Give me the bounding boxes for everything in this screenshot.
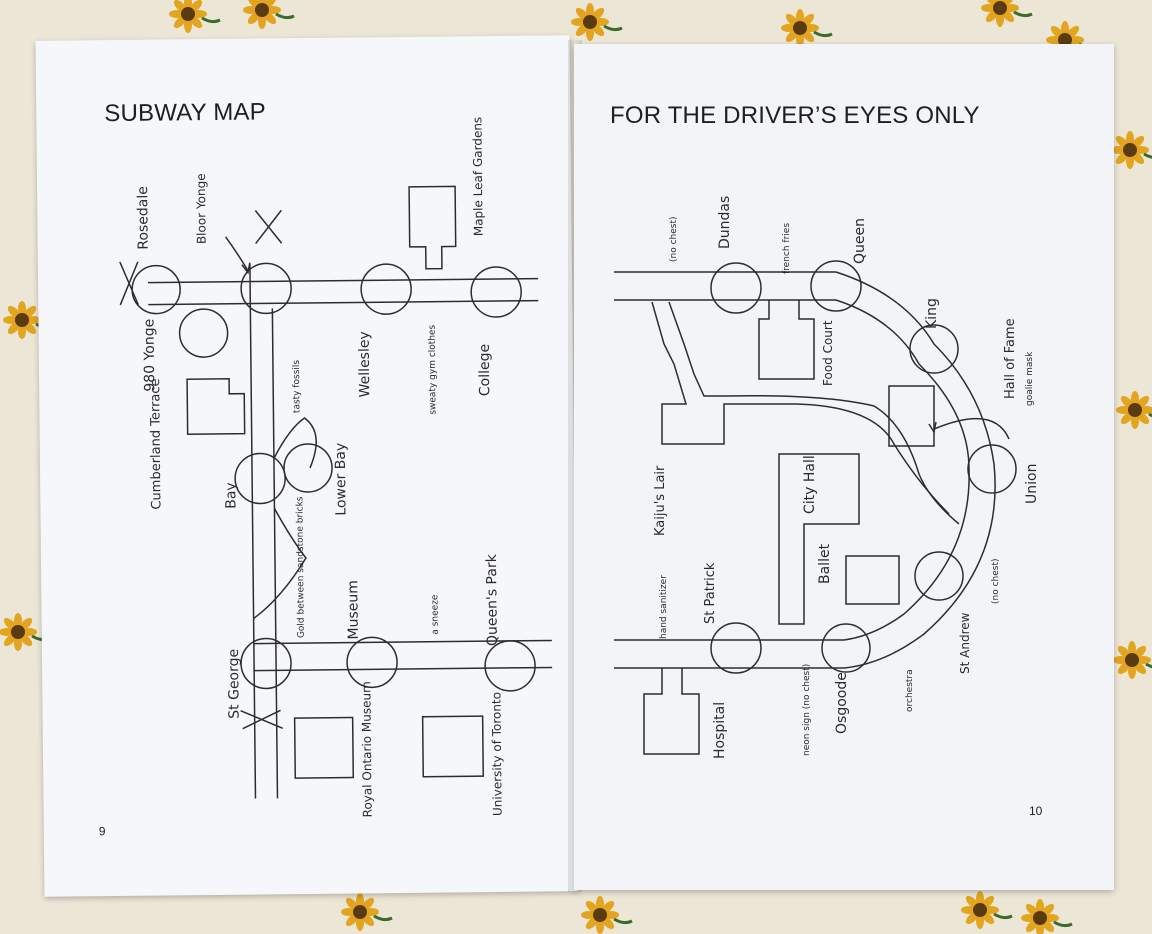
subway-map-south: Dundas Queen King Union St Andrew Osgood…	[614, 196, 1040, 759]
note-gold: Gold between sandstone bricks	[295, 496, 306, 638]
right-page-number: 10	[1029, 804, 1043, 818]
station-st-andrew: St Andrew	[958, 612, 972, 674]
note-orchestra: orchestra	[905, 669, 915, 712]
station-cumberland-terrace: Cumberland Terrace	[148, 378, 164, 509]
station-queen: Queen	[852, 218, 868, 264]
station-university-of-toronto: University of Toronto	[489, 692, 504, 816]
station-maple-leaf-gardens: Maple Leaf Gardens	[470, 117, 485, 236]
station-dundas: Dundas	[717, 196, 733, 249]
station-lower-bay: Lower Bay	[333, 443, 350, 516]
station-city-hall: City Hall	[802, 455, 818, 514]
station-queens-park: Queen's Park	[484, 553, 501, 646]
sunflower-icon	[1019, 897, 1074, 934]
sunflower-icon	[779, 7, 834, 49]
right-page-title: FOR THE DRIVER’S EYES ONLY	[610, 102, 980, 129]
station-hall-of-fame: Hall of Fame	[1003, 318, 1018, 399]
sunflower-icon	[241, 0, 296, 31]
station-royal-ontario-museum: Royal Ontario Museum	[359, 681, 374, 817]
sunflower-icon	[569, 1, 624, 43]
note-no-chest-top: (no chest)	[669, 216, 679, 262]
note-hand-sanitizer: hand sanitizer	[659, 575, 669, 639]
station-osgoode: Osgoode	[834, 672, 850, 734]
left-page: SUBWAY MAP 9	[35, 35, 579, 897]
station-980-yonge: 980 Yonge	[141, 319, 158, 392]
sunflower-icon	[959, 889, 1014, 931]
station-college: College	[477, 344, 494, 396]
note-fossils: tasty fossils	[292, 360, 303, 414]
station-st-george: St George	[226, 649, 243, 719]
station-bay: Bay	[223, 482, 239, 509]
note-no-chest-andrew: (no chest)	[991, 558, 1001, 604]
sunflower-icon	[1109, 129, 1152, 171]
station-museum: Museum	[345, 580, 362, 640]
station-wellesley: Wellesley	[357, 331, 374, 397]
sunflower-icon	[1114, 389, 1152, 431]
station-hospital: Hospital	[712, 702, 728, 759]
right-page: FOR THE DRIVER’S EYES ONLY 10	[574, 44, 1114, 890]
station-union: Union	[1024, 464, 1040, 504]
sunflower-icon	[979, 0, 1034, 29]
note-gym-clothes: sweaty gym clothes	[428, 324, 439, 414]
note-sneeze: a sneeze	[430, 594, 440, 635]
station-kaijus-lair: Kaiju's Lair	[653, 465, 668, 536]
sunflower-icon	[1111, 639, 1152, 681]
station-bloor-yonge: Bloor Yonge	[194, 173, 209, 244]
note-goalie-mask: goalie mask	[1025, 351, 1035, 406]
station-st-patrick: St Patrick	[703, 562, 718, 624]
sunflower-icon	[579, 894, 634, 934]
station-food-court: Food Court	[821, 320, 835, 386]
station-rosedale: Rosedale	[135, 186, 152, 250]
note-neon-sign: neon sign (no chest)	[802, 664, 812, 756]
station-king: King	[924, 298, 940, 329]
station-ballet: Ballet	[817, 543, 833, 584]
subway-map-north: Rosedale Bloor Yonge 980 Yonge Cumberlan…	[119, 117, 553, 817]
sunflower-icon	[167, 0, 222, 35]
note-french-fries: french fries	[782, 223, 792, 274]
sunflower-icon	[339, 891, 394, 933]
